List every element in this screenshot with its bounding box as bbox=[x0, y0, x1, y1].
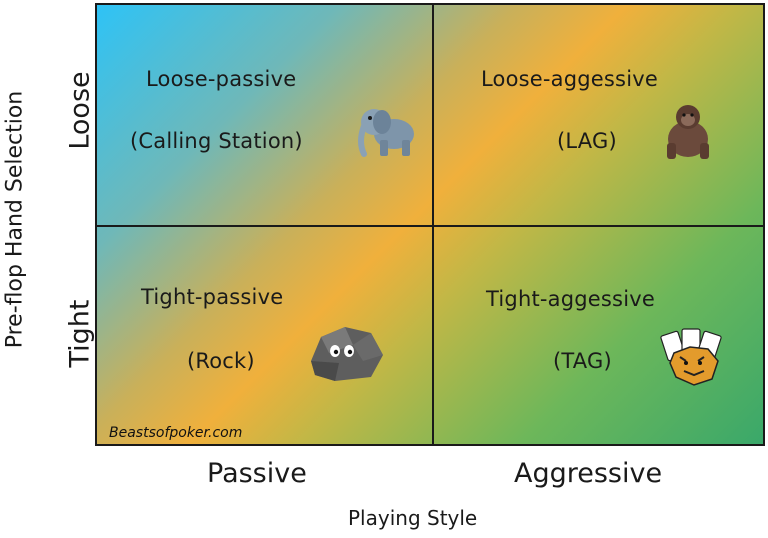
quadrant-grid: Loose-passive (Calling Station) Loose-ag… bbox=[95, 3, 765, 446]
quadrant-nickname-tight-passive: (Rock) bbox=[187, 349, 255, 373]
row-label-tight: Tight bbox=[64, 299, 96, 368]
quadrant-nickname-loose-aggressive: (LAG) bbox=[557, 129, 617, 153]
elephant-icon bbox=[358, 109, 414, 157]
tiger-cards-icon bbox=[660, 328, 722, 386]
quadrant-title-loose-aggressive: Loose-aggessive bbox=[481, 67, 658, 91]
row-label-loose: Loose bbox=[64, 71, 96, 150]
quadrant-title-tight-aggressive: Tight-aggessive bbox=[486, 287, 655, 311]
quadrant-title-loose-passive: Loose-passive bbox=[146, 67, 297, 91]
column-label-aggressive: Aggressive bbox=[514, 458, 663, 489]
watermark: Beastsofpoker.com bbox=[109, 425, 243, 441]
quadrant-nickname-tight-aggressive: (TAG) bbox=[553, 349, 612, 373]
vertical-divider bbox=[432, 5, 434, 444]
column-label-passive: Passive bbox=[207, 458, 307, 489]
quadrant-title-tight-passive: Tight-passive bbox=[141, 285, 284, 309]
rock-icon bbox=[311, 327, 383, 381]
gorilla-icon bbox=[667, 105, 709, 159]
quadrant-nickname-loose-passive: (Calling Station) bbox=[130, 129, 303, 153]
y-axis-title: Pre-flop Hand Selection bbox=[2, 90, 28, 349]
x-axis-title: Playing Style bbox=[348, 506, 478, 530]
horizontal-divider bbox=[97, 225, 763, 227]
